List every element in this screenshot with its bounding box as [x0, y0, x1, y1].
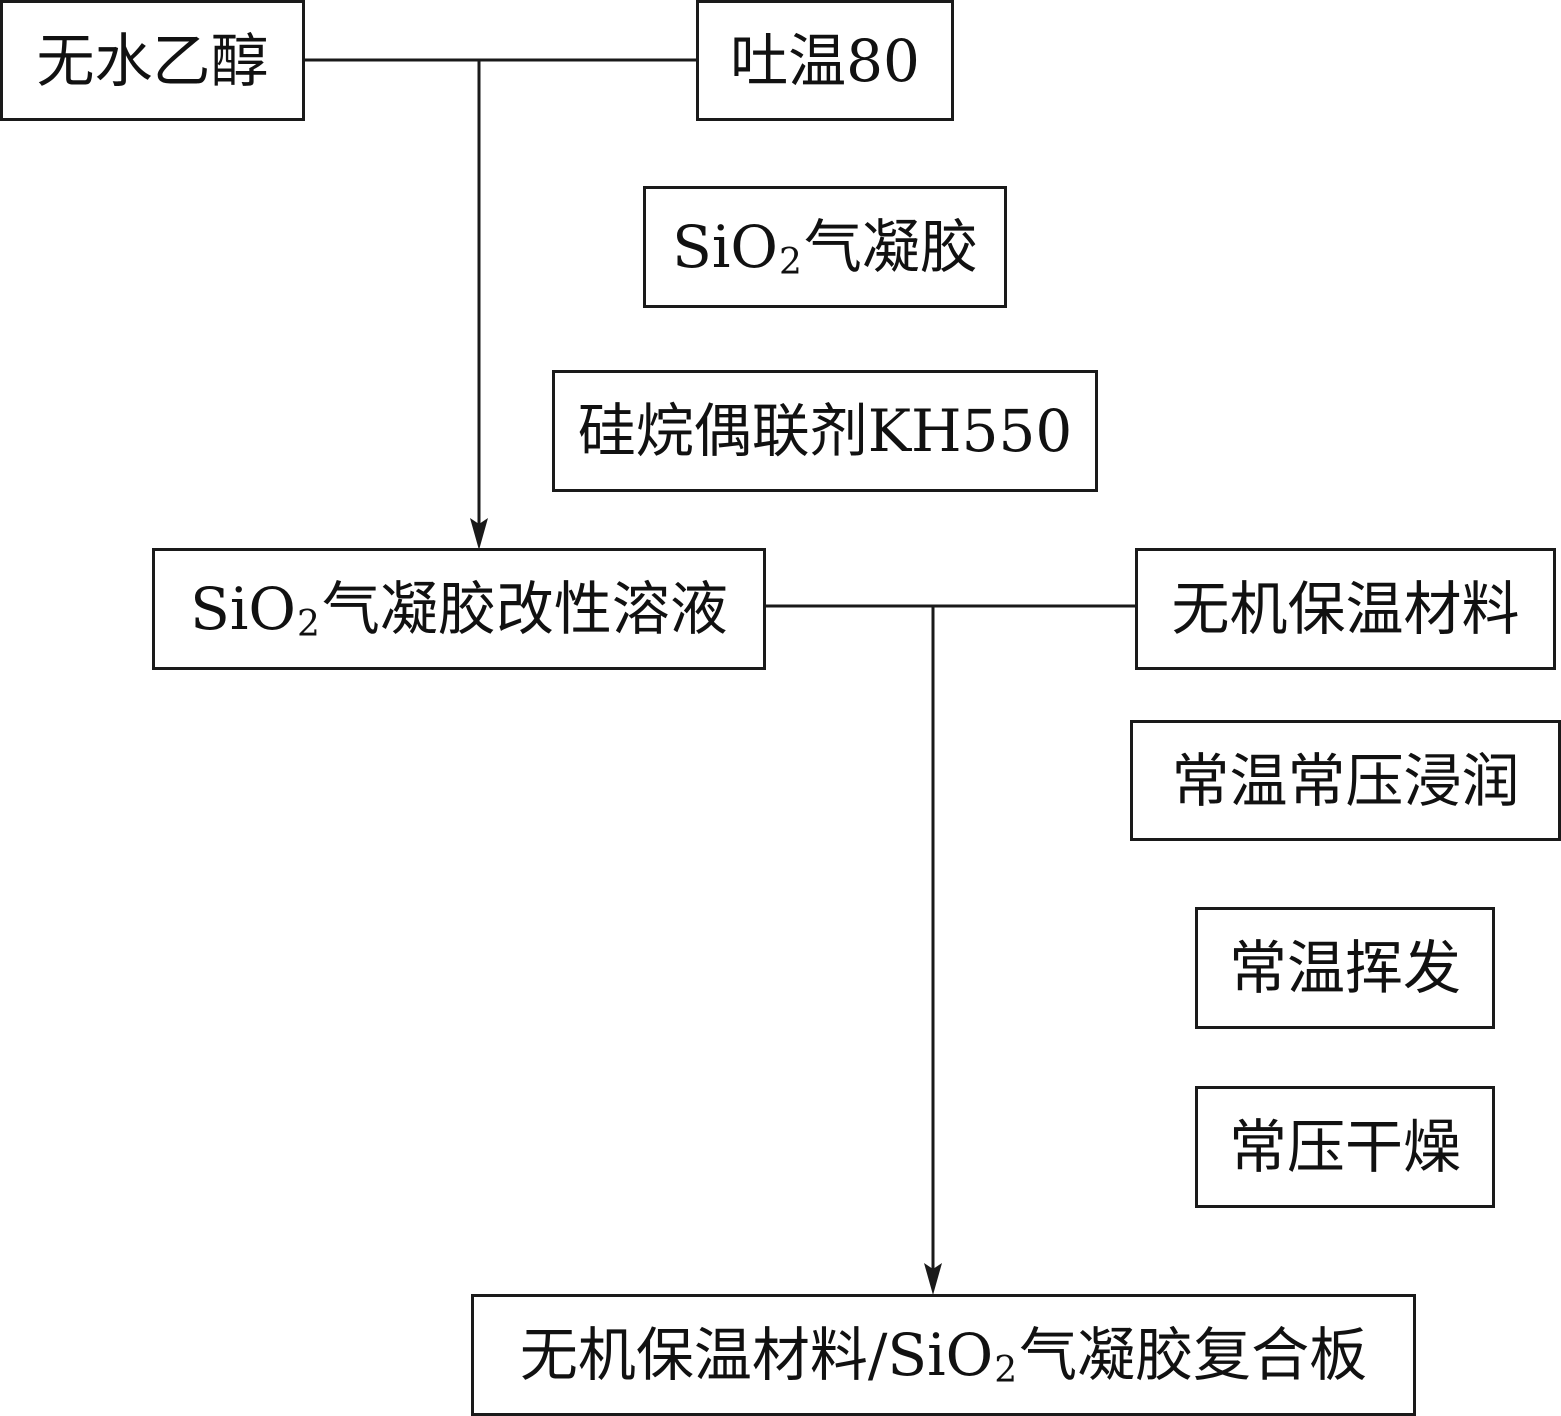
aerogel-label-prefix: SiO [672, 213, 778, 281]
impregnation-node: 常温常压浸润 [1130, 720, 1561, 841]
volatilization-node: 常温挥发 [1195, 907, 1495, 1029]
ethanol-node: 无水乙醇 [0, 0, 305, 121]
modified-solution-label-suffix: 气凝胶改性溶液 [321, 575, 728, 643]
tween80-node: 吐温80 [696, 0, 954, 121]
tween80-label: 吐温80 [730, 26, 920, 95]
aerogel-label-subscript: 2 [778, 242, 802, 283]
ethanol-label: 无水乙醇 [36, 26, 269, 95]
drying-label: 常压干燥 [1228, 1113, 1461, 1181]
silane-node: 硅烷偶联剂KH550 [552, 370, 1098, 492]
inorganic-material-label: 无机保温材料 [1171, 575, 1520, 643]
modified-solution-label-prefix: SiO [190, 575, 296, 643]
arrowhead-composite-board [924, 1263, 942, 1295]
silane-label: 硅烷偶联剂KH550 [577, 397, 1073, 465]
drying-node: 常压干燥 [1195, 1086, 1495, 1208]
composite-board-label-suffix: 气凝胶复合板 [1019, 1321, 1368, 1389]
impregnation-label: 常温常压浸润 [1171, 746, 1520, 815]
arrowhead-modified-solution [470, 518, 488, 550]
modified-solution-label-subscript: 2 [296, 604, 320, 645]
inorganic-material-node: 无机保温材料 [1135, 548, 1556, 670]
composite-board-label-prefix: 无机保温材料/SiO [519, 1321, 994, 1389]
volatilization-label: 常温挥发 [1228, 934, 1461, 1002]
aerogel-label-suffix: 气凝胶 [803, 213, 978, 281]
composite-board-label-subscript: 2 [994, 1350, 1018, 1391]
